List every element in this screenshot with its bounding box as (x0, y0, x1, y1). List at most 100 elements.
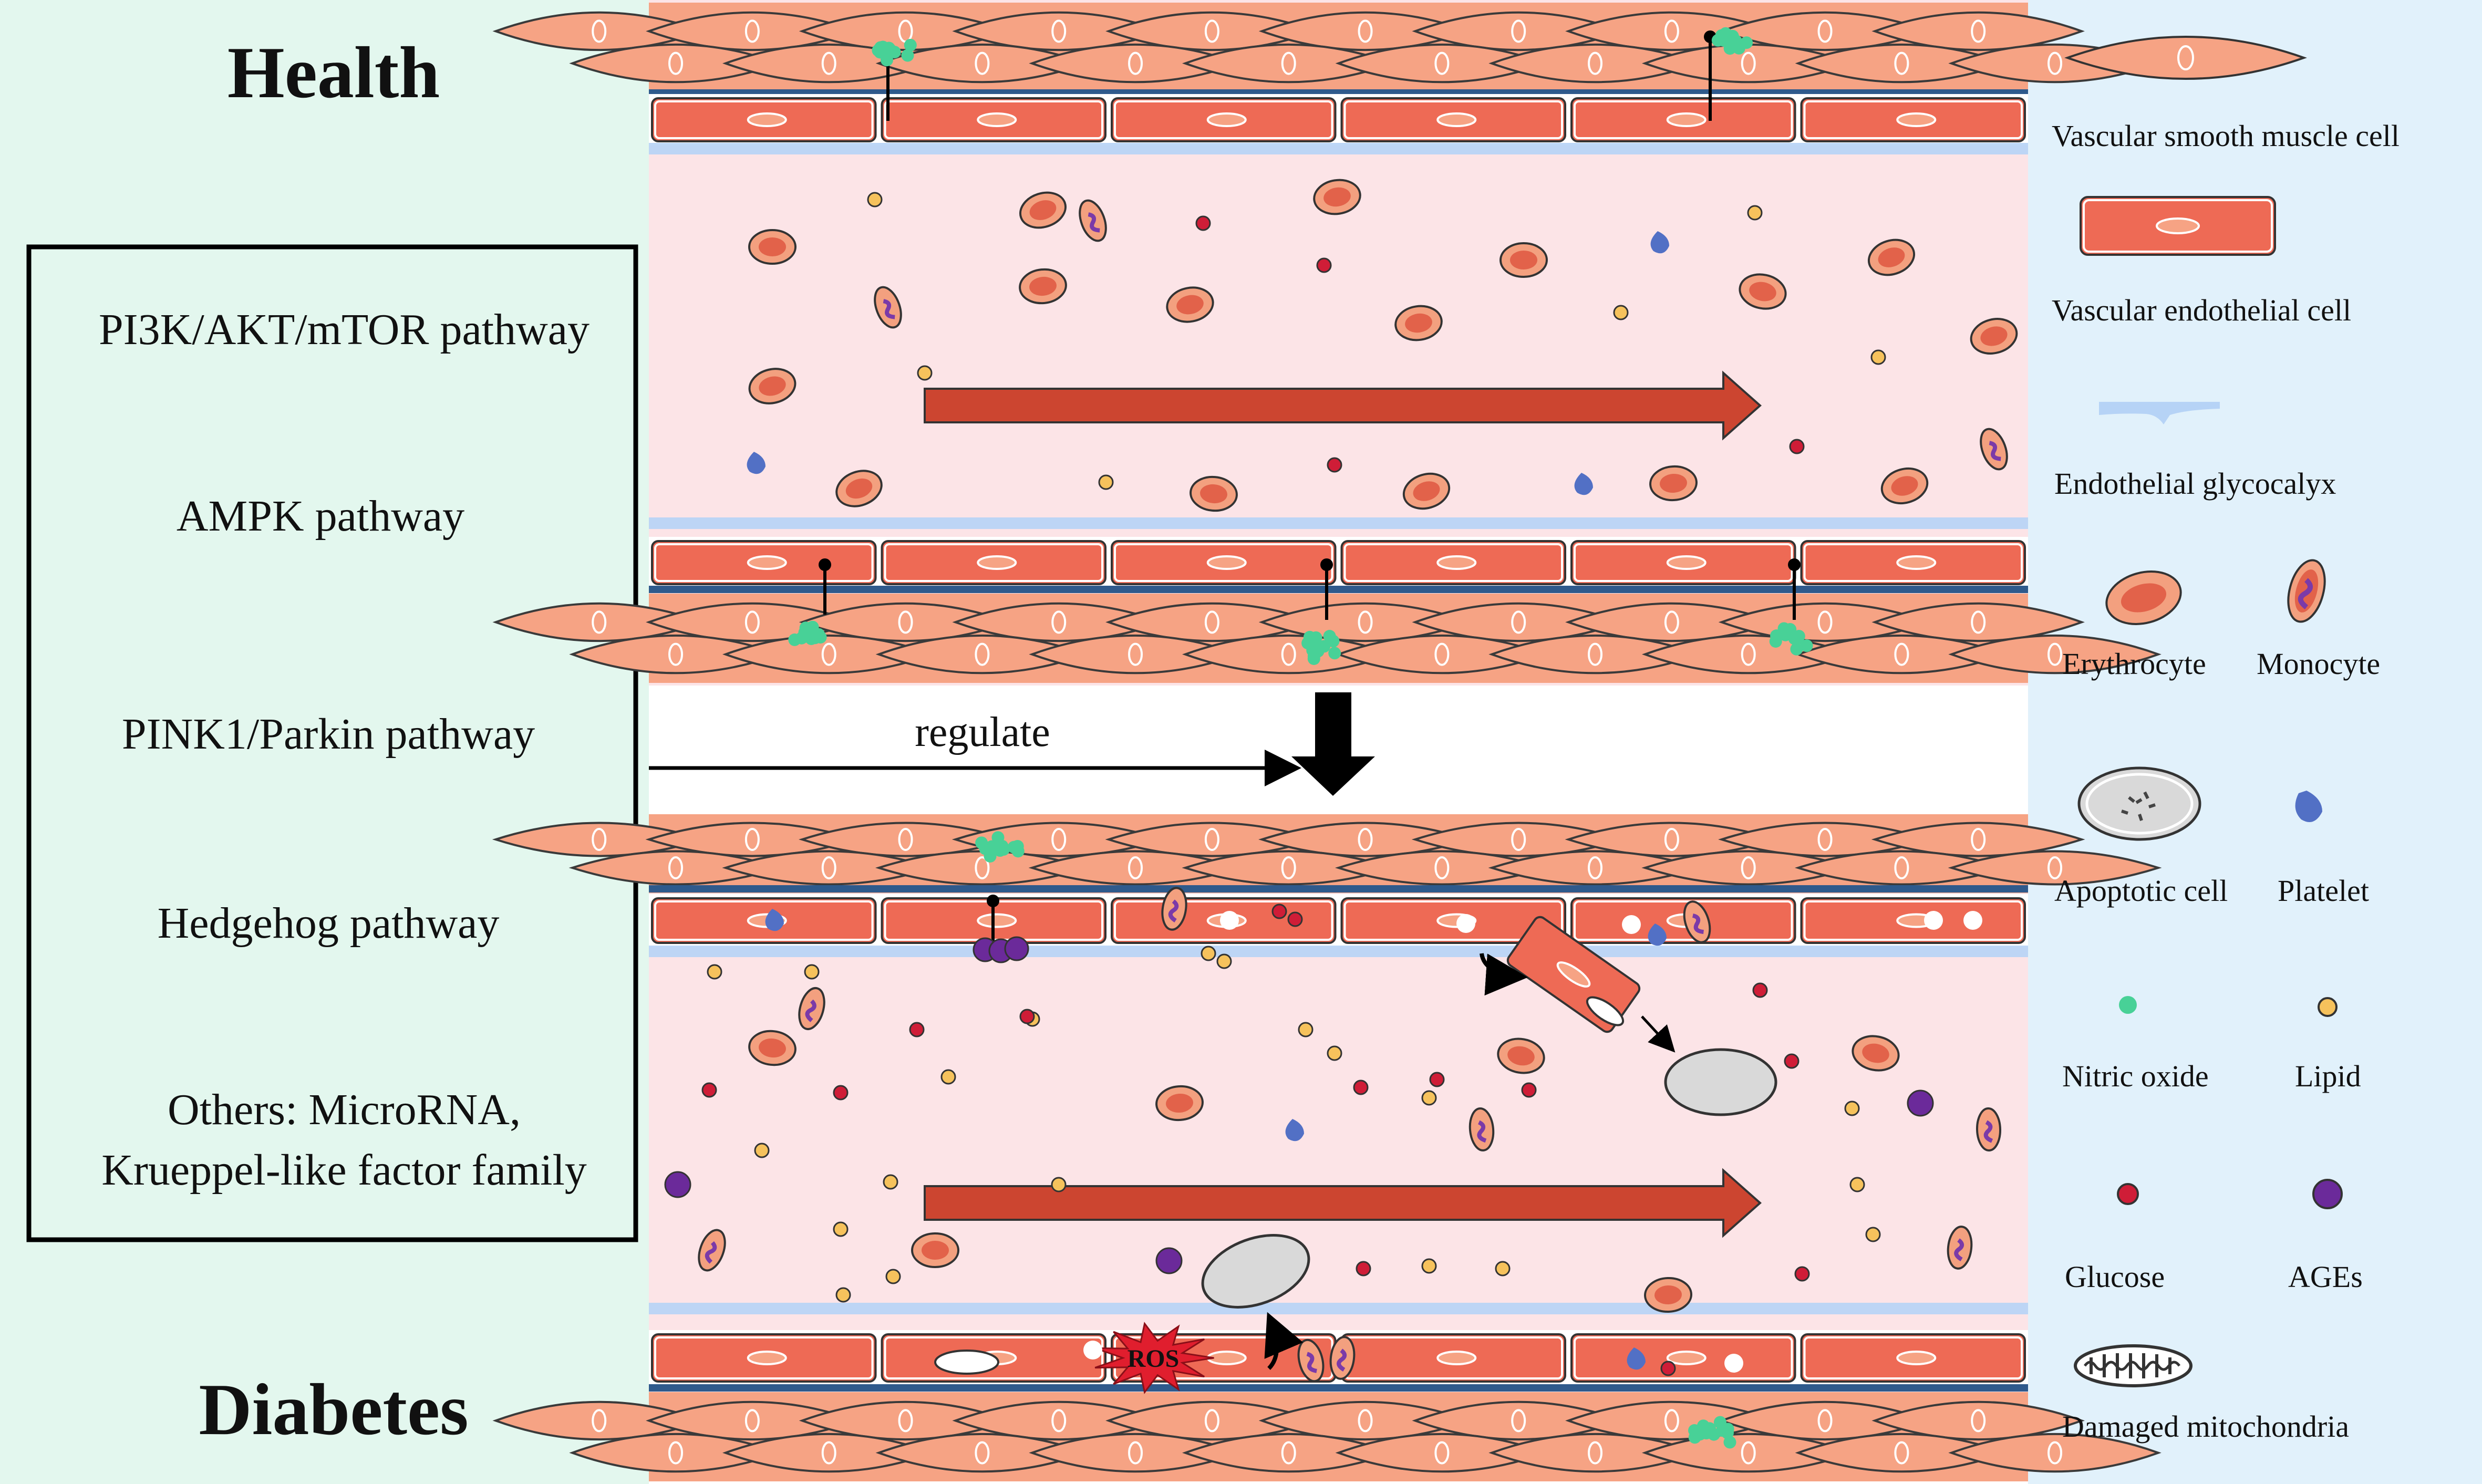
smooth-muscle-nucleus (1281, 51, 1296, 75)
smooth-muscle-nucleus (1434, 51, 1450, 75)
smooth-muscle-nucleus (975, 1441, 990, 1465)
nitric-oxide-particle (975, 836, 988, 849)
platelet (1574, 473, 1593, 495)
erythrocyte-center (1660, 473, 1687, 493)
legend-nitric-oxide-icon (2119, 996, 2137, 1014)
detach-arrow (1480, 953, 1528, 996)
smooth-muscle-nucleus (1817, 610, 1833, 634)
glucose (833, 1085, 849, 1101)
erythrocyte (1739, 273, 1787, 310)
erythrocyte-center (845, 478, 873, 499)
lipid (754, 1143, 770, 1158)
smooth-muscle-nucleus (1664, 610, 1679, 634)
erythrocyte-center (1980, 326, 2008, 346)
erythrocyte (1499, 242, 1548, 278)
smooth-muscle-nucleus (1971, 1409, 1986, 1433)
smooth-muscle-nucleus (1434, 1441, 1450, 1465)
lipid (883, 1174, 898, 1190)
monocyte (1329, 1336, 1356, 1380)
legend-apoptotic-cell-icon (2077, 766, 2201, 841)
smooth-muscle-nucleus (1358, 828, 1373, 851)
lipid (1849, 1177, 1865, 1192)
platelet (765, 909, 784, 931)
legend-lipid-icon (2318, 997, 2338, 1017)
legend-label-lipid: Lipid (2295, 1059, 2361, 1093)
erythrocyte-center (1862, 1043, 1889, 1063)
nitric-oxide-particle (1721, 1426, 1734, 1439)
erythrocyte-center (1166, 1093, 1193, 1113)
endothelial-cell-border (884, 1336, 1103, 1379)
endothelial-nucleus (1206, 555, 1247, 570)
glycocalyx-layer (649, 946, 2028, 957)
endothelial-nucleus (1436, 112, 1477, 127)
erythrocyte (1649, 465, 1698, 502)
smooth-muscle-nucleus (1434, 642, 1450, 666)
erythrocyte-center (1176, 295, 1204, 315)
nitric-oxide-particle (901, 49, 914, 62)
smooth-muscle-nucleus (1817, 19, 1833, 43)
smooth-muscle-nucleus (1051, 828, 1067, 851)
pathway-box (26, 244, 638, 1242)
erythrocyte (748, 1030, 797, 1066)
blood-flow-arrow (924, 370, 1762, 441)
erythrocyte-center (1878, 247, 1905, 267)
apoptotic-cell (1201, 1234, 1310, 1309)
endothelial-cell-border (1803, 900, 2023, 941)
endothelial-cell-border (1803, 100, 2023, 139)
smooth-muscle-nucleus (821, 51, 836, 75)
monocyte (1947, 1226, 1973, 1270)
nitric-oxide-particle (805, 627, 818, 640)
smooth-muscle-nucleus (898, 19, 913, 43)
glucose (1789, 439, 1805, 454)
monocyte-nucleus (705, 1241, 717, 1264)
glucose (1287, 911, 1303, 927)
platelet (747, 452, 766, 474)
endothelial-backing (649, 94, 2028, 146)
endothelial-cell-border (1343, 900, 1563, 941)
lipid-vacuole (1622, 915, 1641, 934)
erythrocyte-center (1029, 276, 1057, 296)
lipid (707, 964, 722, 980)
blood-flow-arrow (924, 1168, 1762, 1238)
endothelial-cell-border (1343, 543, 1563, 582)
nitric-oxide-particle (1723, 1436, 1736, 1449)
smooth-muscle-nucleus (821, 642, 836, 666)
erythrocyte-center (1413, 481, 1440, 501)
monocyte-nucleus (1954, 1238, 1964, 1261)
smooth-muscle-nucleus (1971, 610, 1986, 634)
smooth-muscle-nucleus (1817, 828, 1833, 851)
glucose (1429, 1072, 1445, 1087)
smooth-muscle-nucleus (1971, 19, 1986, 43)
monocyte (1976, 1107, 2002, 1151)
nitric-oxide-particle (1790, 630, 1803, 643)
nitric-oxide-particle (884, 44, 897, 57)
smooth-muscle-nucleus (744, 610, 760, 634)
smooth-muscle-nucleus (1204, 19, 1219, 43)
glucose (1271, 904, 1287, 919)
smooth-muscle-nucleus (1051, 1409, 1067, 1433)
legend-endothelial-nucleus (2156, 217, 2200, 234)
glycocalyx-layer (649, 143, 2028, 154)
healthy-vessel (492, 0, 2162, 686)
ages (664, 1171, 691, 1198)
glucose (1019, 1009, 1035, 1024)
endothelial-cell-border (1114, 100, 1333, 139)
glucose (1327, 457, 1342, 473)
detaching-cell-nucleus (1556, 961, 1591, 988)
lipid (835, 1287, 851, 1303)
smooth-muscle-nucleus (1894, 642, 1909, 666)
erythrocyte (1644, 1277, 1692, 1313)
pathway-ampk: AMPK pathway (177, 492, 464, 541)
erythrocyte (1155, 1085, 1204, 1122)
lipid (917, 365, 933, 381)
endothelial-cell-border (1803, 1336, 2023, 1379)
monocyte-nucleus (1088, 212, 1100, 233)
smooth-muscle-nucleus (668, 1441, 684, 1465)
signal-source (987, 895, 999, 907)
monocyte (698, 1229, 726, 1272)
glucose (1316, 257, 1332, 273)
damaged-mitochondria (1586, 996, 1625, 1026)
endothelial-nucleus (977, 913, 1017, 928)
glucose (1752, 982, 1768, 998)
